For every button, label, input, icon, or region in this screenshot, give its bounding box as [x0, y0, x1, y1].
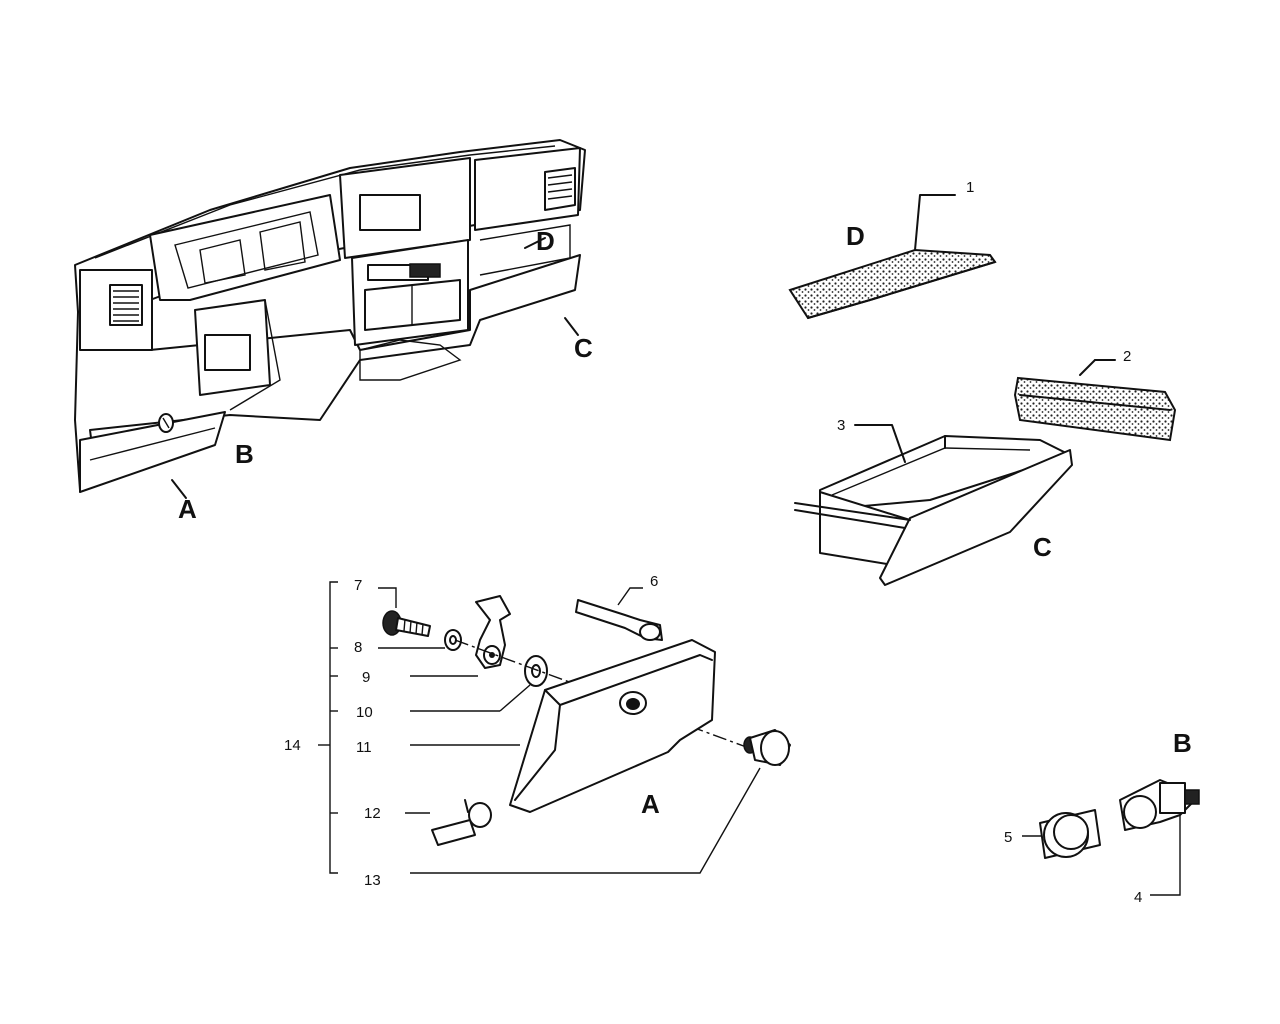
- part-3-glovebox-bin: [794, 424, 1073, 586]
- part-7-screw: [378, 587, 431, 637]
- callout-7: 7: [354, 577, 362, 594]
- callout-6: 6: [650, 573, 658, 590]
- part-13-knob: [410, 729, 791, 874]
- callout-4: 4: [1134, 889, 1142, 906]
- part-4-view-label: B: [1173, 728, 1192, 758]
- callout-10: 10: [356, 704, 373, 721]
- callout-5: 5: [1004, 829, 1012, 846]
- part-5-lens: [1022, 809, 1101, 859]
- part-3-view-label: C: [1033, 532, 1052, 562]
- part-9-latch-lever: [410, 595, 511, 677]
- dashboard-assembly: [74, 139, 586, 499]
- part-2-liner: [1013, 359, 1177, 442]
- part-12-bumper: [405, 799, 492, 846]
- callout-13: 13: [364, 872, 381, 889]
- view-label-c: C: [574, 333, 593, 363]
- callout-11: 11: [356, 739, 372, 756]
- part-1-tray-mat: [788, 194, 997, 320]
- part-6-hinge-pin: [575, 587, 663, 641]
- part-4-lamp-socket: [1119, 779, 1200, 896]
- callout-bracket-14: [318, 581, 338, 874]
- part-10-clip: [410, 655, 548, 712]
- callout-2: 2: [1123, 348, 1131, 365]
- callout-1: 1: [966, 179, 974, 196]
- view-label-a: A: [178, 494, 197, 524]
- callout-12: 12: [364, 805, 381, 822]
- callout-3: 3: [837, 417, 845, 434]
- part-1-view-label: D: [846, 221, 865, 251]
- callout-8: 8: [354, 639, 362, 656]
- part-11-glovebox-door: [410, 639, 716, 813]
- view-label-b: B: [235, 439, 254, 469]
- callout-14: 14: [284, 737, 301, 754]
- part-11-view-label: A: [641, 789, 660, 819]
- callout-9: 9: [362, 669, 370, 686]
- view-label-d: D: [536, 226, 555, 256]
